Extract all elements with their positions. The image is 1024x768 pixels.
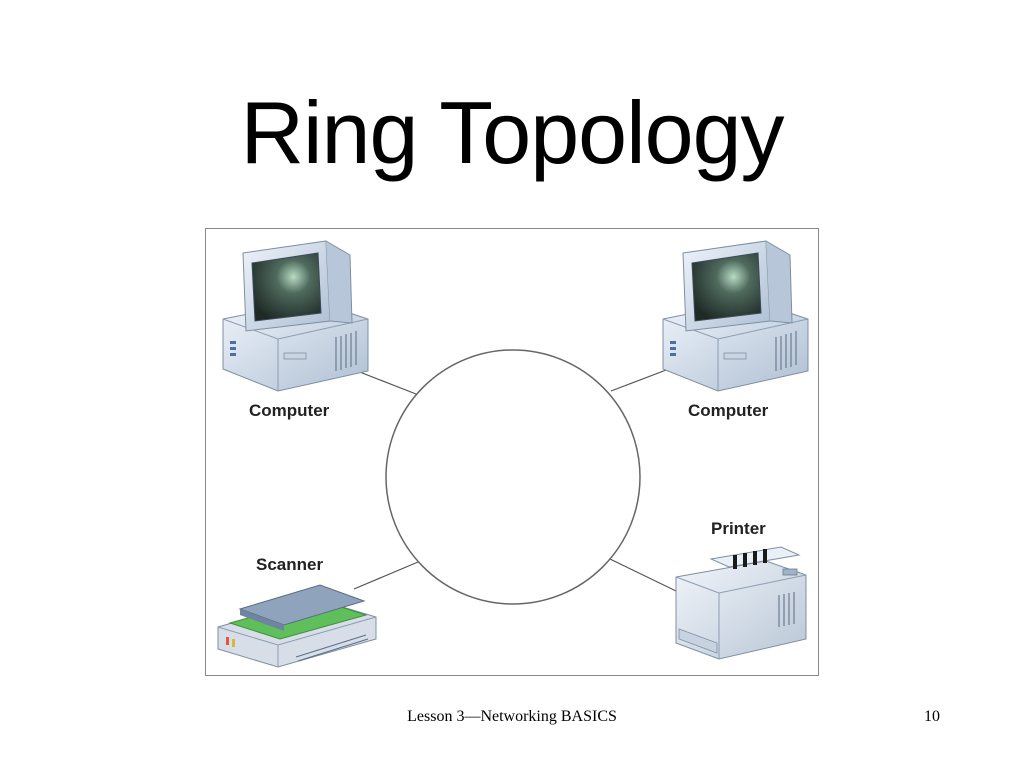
link-printer <box>609 558 677 592</box>
link-scanner <box>353 561 419 590</box>
laser-printer-icon <box>675 546 807 660</box>
slide-title: Ring Topology <box>240 83 784 182</box>
footer-page-number: 10 <box>924 708 940 725</box>
link-computer-top-right <box>610 366 675 392</box>
node-label-printer: Printer <box>711 519 766 538</box>
node-label-computer-top-right: Computer <box>688 401 769 420</box>
flatbed-scanner-icon <box>217 584 377 668</box>
connection-lines <box>351 366 677 592</box>
ring-network-circle <box>385 349 641 605</box>
node-label-computer-top-left: Computer <box>249 401 330 420</box>
ring-topology-diagram: Computer Computer Scanner Printer <box>205 228 819 676</box>
desktop-computer-icon <box>222 240 369 392</box>
footer-lesson-title: Lesson 3—Networking BASICS <box>407 708 617 725</box>
desktop-computer-icon <box>662 240 809 392</box>
node-label-scanner: Scanner <box>256 555 324 574</box>
link-computer-top-left <box>351 368 417 395</box>
